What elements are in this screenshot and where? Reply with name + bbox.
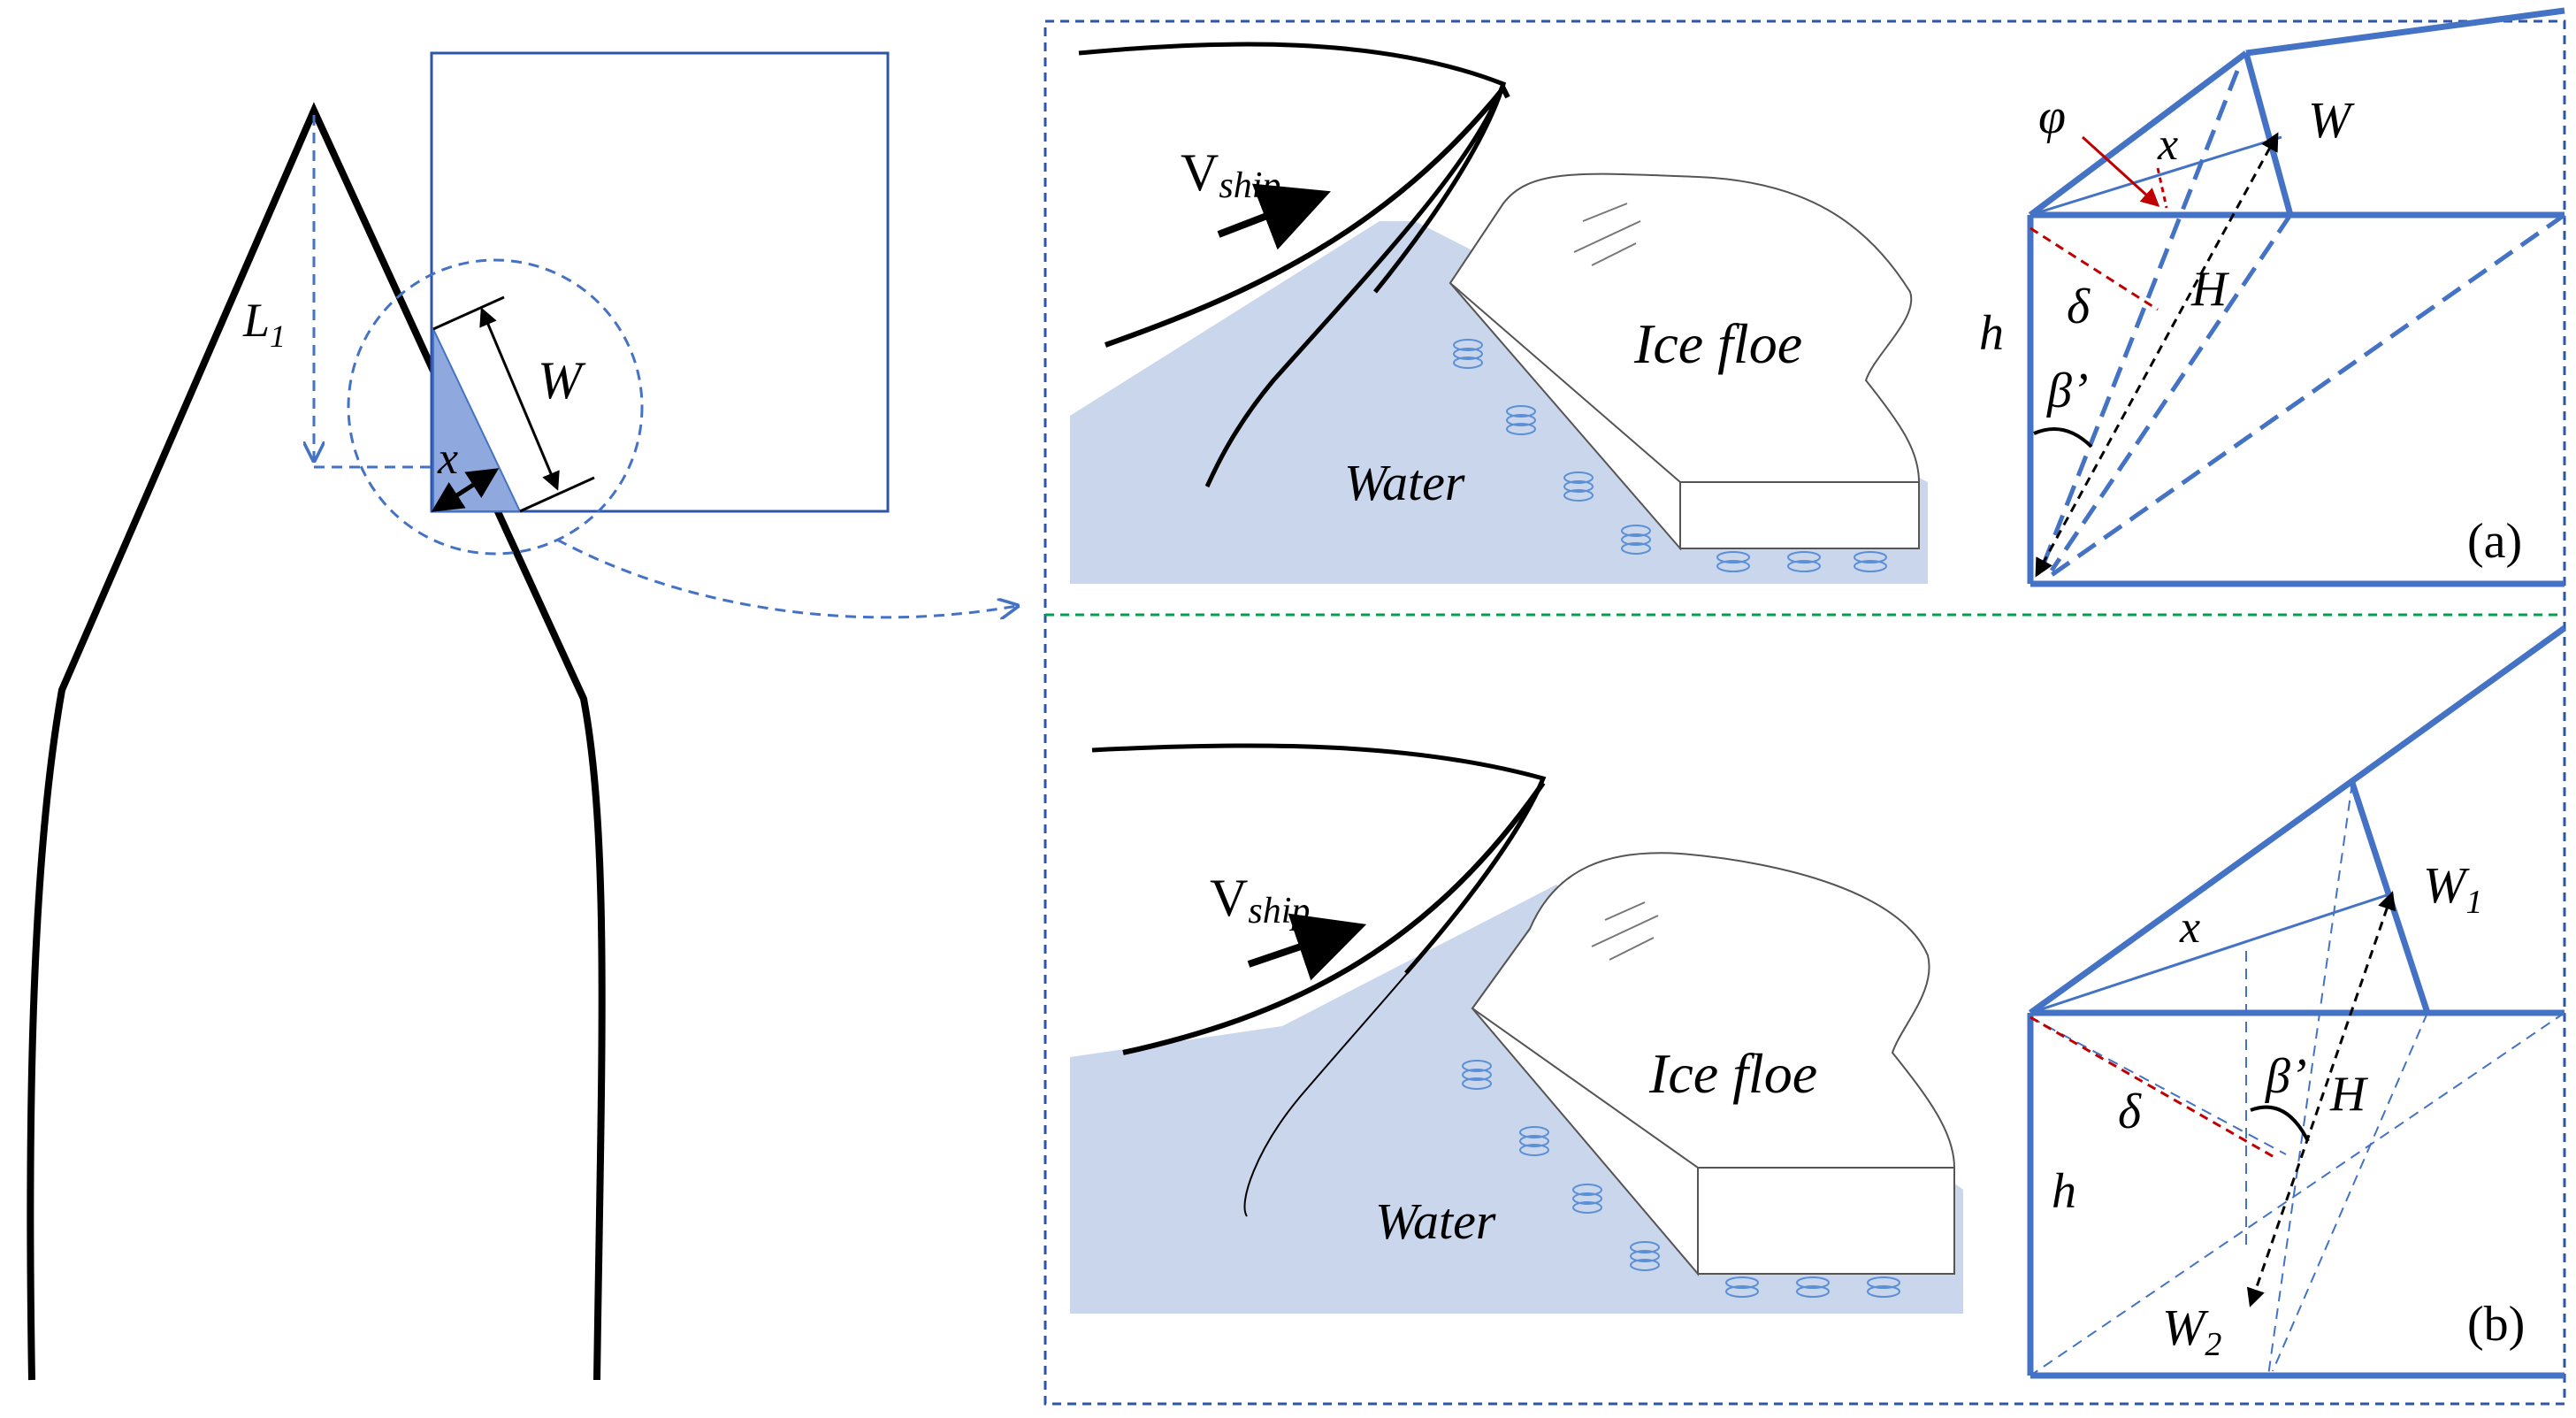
w1-label-b: W1 <box>2423 856 2482 921</box>
ice-floe-label-a: Ice floe <box>1633 312 1802 375</box>
beta-label-a: β’ <box>2046 364 2089 418</box>
contact-geometry-b <box>2027 625 2567 1379</box>
v-ship-arrow-b <box>1247 913 1367 981</box>
v-ship-label-b: Vship <box>1210 869 1310 931</box>
ice-floe-label-b: Ice floe <box>1648 1042 1817 1105</box>
panels-frame <box>1043 19 2566 1406</box>
h-lower-label-a: h <box>1979 306 2004 361</box>
ice-floe-top-a <box>1449 172 1921 483</box>
hull-plan-view: L1 W x <box>27 51 1017 1381</box>
water-label-a: Water <box>1344 454 1465 511</box>
w2-label-b: W2 <box>2162 1299 2221 1363</box>
contact-geometry-a <box>2027 7 2566 587</box>
x-label-b: x <box>2179 902 2200 953</box>
spring-supports-b <box>1462 1060 1900 1298</box>
x-dimension-line <box>431 468 500 512</box>
x-label-left: x <box>437 433 458 484</box>
x-label-a: x <box>2157 119 2178 170</box>
panel-b-label: (b) <box>2467 1297 2525 1352</box>
bow-thin-line-a <box>1204 83 1506 488</box>
w-dimension-line <box>479 307 560 491</box>
delta-label-a: δ <box>2067 280 2091 334</box>
ice-floe-top-b <box>1471 852 1956 1169</box>
ice-crack-1-a <box>1582 203 1628 222</box>
ice-floe-front-a <box>1679 481 1920 549</box>
delta-label-b: δ <box>2118 1085 2142 1139</box>
w-extension-top <box>432 295 505 331</box>
l1-label: L1 <box>242 294 286 354</box>
h-upper-label-a: H <box>2190 262 2229 317</box>
zoom-frame <box>430 51 890 513</box>
w-extension-bottom <box>519 476 595 513</box>
panel-a: Vship Ice floe Water <box>1070 7 2566 587</box>
beta-label-b: β’ <box>2265 1049 2307 1104</box>
ice-crack-3-b <box>1609 937 1655 961</box>
ice-crack-2-b <box>1591 915 1659 947</box>
v-ship-arrow-a <box>1217 183 1331 250</box>
water-label-b: Water <box>1375 1192 1496 1250</box>
spring-supports-a <box>1453 339 1887 572</box>
ice-crack-1-b <box>1604 901 1646 921</box>
w-label-left: W <box>538 351 586 410</box>
ship-bow-line-a <box>1078 42 1507 294</box>
ship-bow-line-b <box>1091 743 1547 975</box>
w-label-a: W <box>2308 91 2355 149</box>
ice-crack-3-a <box>1591 242 1637 266</box>
phi-label: φ <box>2038 89 2066 144</box>
bow-thin-line-b <box>1243 782 1544 1217</box>
zoom-connector-arrow <box>556 538 1017 617</box>
ice-crack-2-a <box>1573 220 1641 253</box>
h-lower-label-b: h <box>2052 1164 2076 1219</box>
panel-a-label: (a) <box>2467 514 2522 569</box>
v-ship-label-a: Vship <box>1181 143 1280 206</box>
h-upper-label-b: H <box>2329 1067 2368 1122</box>
ice-floe-front-b <box>1697 1167 1955 1275</box>
hull-outline <box>27 102 606 1381</box>
contact-zone-circle <box>347 258 644 556</box>
panel-b: Vship Ice floe Water <box>1070 625 2567 1379</box>
